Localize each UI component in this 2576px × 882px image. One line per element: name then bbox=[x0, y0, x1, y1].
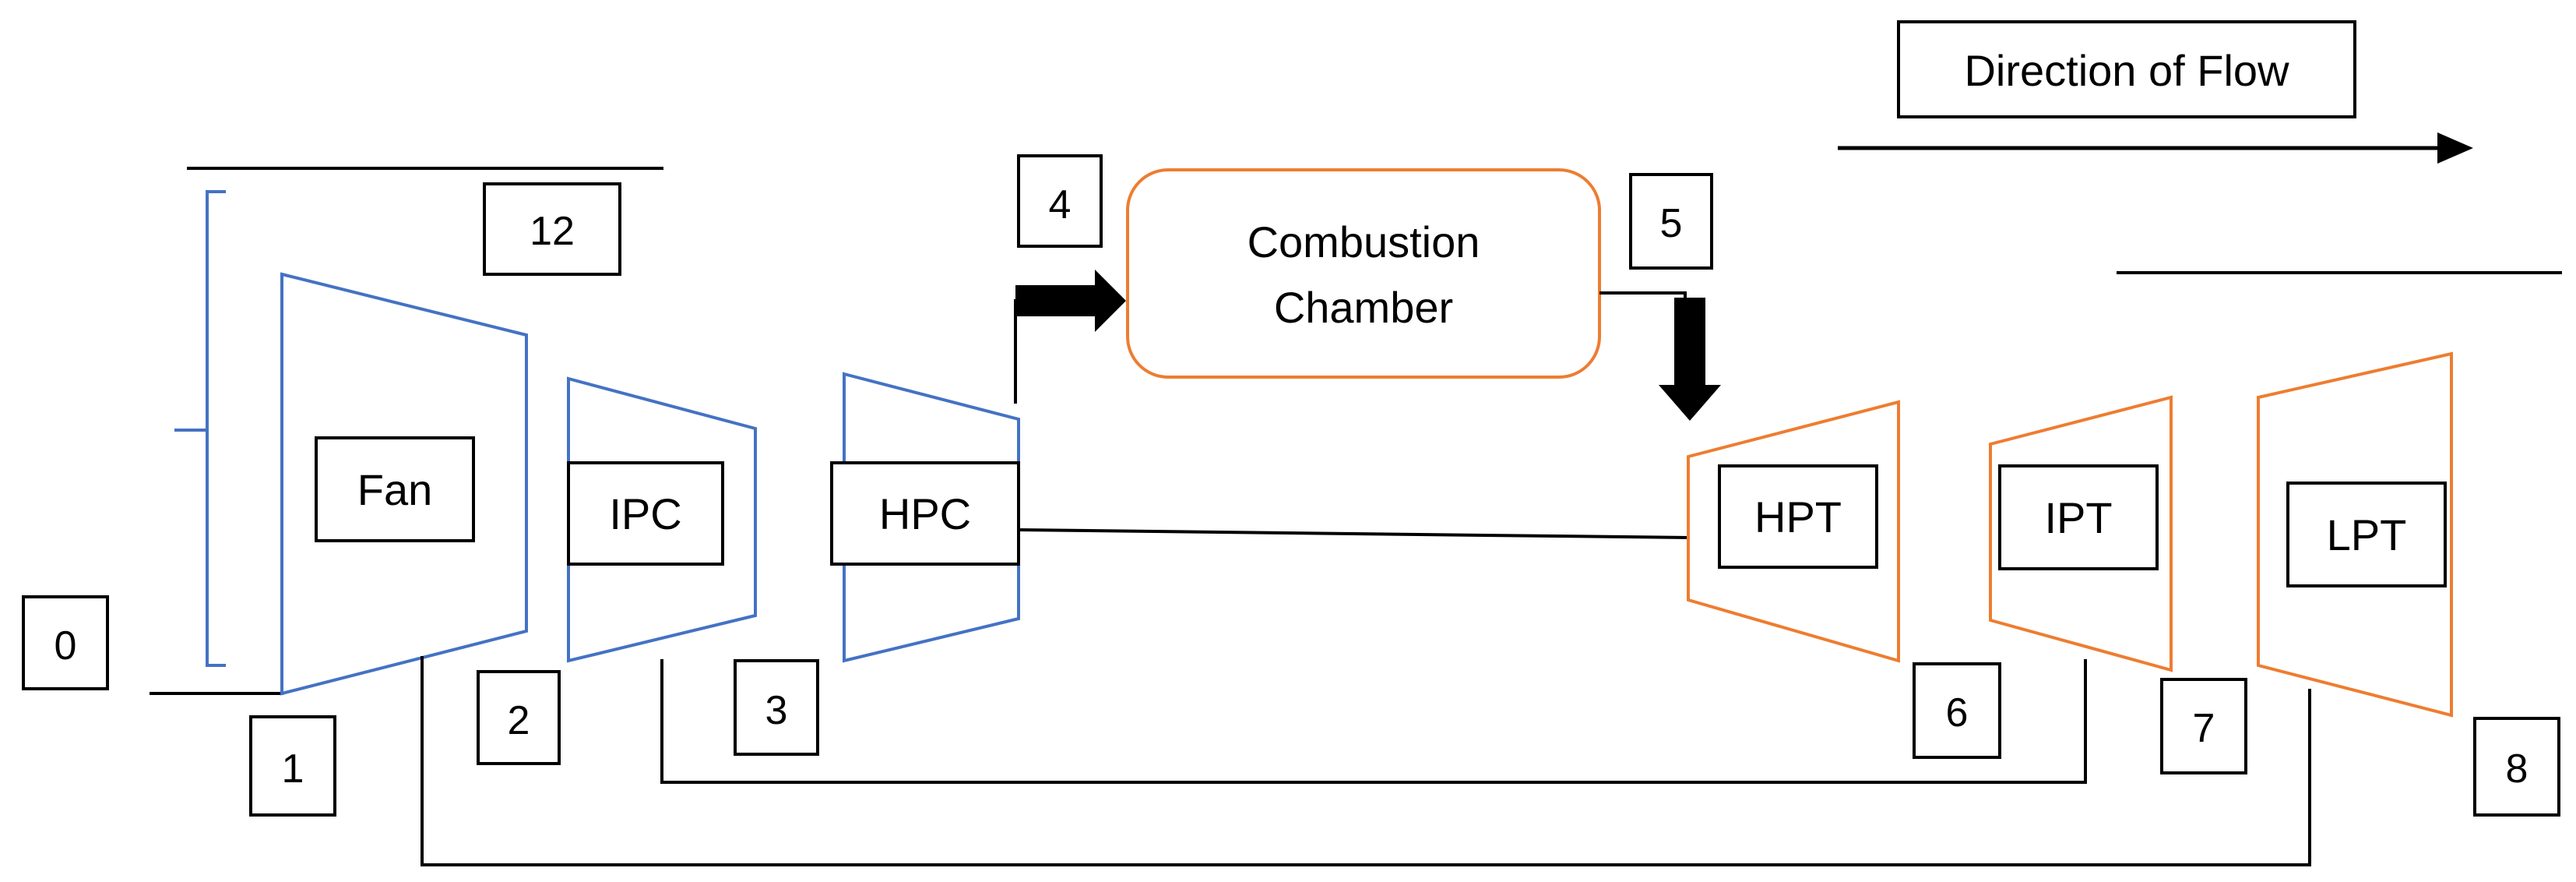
station-number: 8 bbox=[2506, 746, 2528, 792]
fan-label-box bbox=[315, 436, 475, 542]
flow-direction-arrowhead-icon bbox=[2437, 132, 2473, 164]
ipt-label-box bbox=[1998, 464, 2159, 570]
station-label-5: 5 bbox=[1629, 173, 1713, 270]
ipt-label: IPT bbox=[2044, 493, 2112, 542]
hpt-label-box bbox=[1718, 464, 1878, 569]
station-label-7: 7 bbox=[2160, 678, 2247, 774]
station-number: 0 bbox=[55, 623, 77, 669]
combustor-inlet-arrow-icon bbox=[1015, 270, 1126, 332]
intake-bracket bbox=[174, 190, 226, 667]
combustion-chamber-box bbox=[1126, 168, 1601, 379]
fan-label: Fan bbox=[357, 465, 433, 514]
station-label-12: 12 bbox=[483, 182, 621, 276]
ipt-stage-outline bbox=[1989, 395, 2173, 672]
station-label-6: 6 bbox=[1913, 662, 2001, 759]
combustion-chamber-label-line2: Chamber bbox=[1274, 283, 1453, 332]
hpt-label: HPT bbox=[1754, 492, 1842, 542]
station-label-1: 1 bbox=[249, 715, 336, 817]
station-label-8: 8 bbox=[2473, 717, 2560, 817]
hp-shaft-line bbox=[1018, 528, 1689, 539]
hpc-label: HPC bbox=[879, 489, 971, 538]
station-number: 2 bbox=[508, 698, 530, 743]
station-number: 3 bbox=[765, 688, 788, 733]
station-label-3: 3 bbox=[734, 659, 819, 756]
station-number: 7 bbox=[2193, 706, 2215, 751]
ipc-stage-outline bbox=[567, 376, 757, 663]
lpt-label: LPT bbox=[2327, 510, 2407, 559]
station-number: 12 bbox=[530, 209, 575, 254]
combustion-chamber-label-line1: Combustion bbox=[1248, 217, 1480, 266]
hpt-inlet-arrow-icon bbox=[1659, 298, 1721, 421]
direction-of-flow-legend: Direction of Flow bbox=[1838, 20, 2473, 164]
station-number: 1 bbox=[282, 746, 304, 792]
direction-of-flow-label: Direction of Flow bbox=[1964, 46, 2289, 95]
fan-stage-outline bbox=[280, 272, 528, 696]
combustor-to-hpt-line bbox=[1599, 291, 1687, 299]
lpt-label-box bbox=[2286, 482, 2447, 587]
ipc-label-box bbox=[567, 461, 724, 566]
lpt-stage-outline bbox=[2257, 351, 2453, 718]
station-number: 4 bbox=[1049, 182, 1072, 228]
station-number: 5 bbox=[1660, 201, 1683, 246]
hpc-label-box bbox=[830, 461, 1020, 566]
ipc-label: IPC bbox=[609, 489, 681, 538]
lp-shaft-line bbox=[421, 656, 2311, 866]
hpt-stage-outline bbox=[1687, 400, 1900, 663]
station-label-2: 2 bbox=[477, 670, 561, 765]
direction-of-flow-box bbox=[1897, 20, 2356, 118]
ip-shaft-line bbox=[660, 659, 2087, 784]
station-label-4: 4 bbox=[1017, 154, 1103, 248]
station-label-0: 0 bbox=[22, 595, 109, 690]
station-number: 6 bbox=[1946, 690, 1969, 736]
